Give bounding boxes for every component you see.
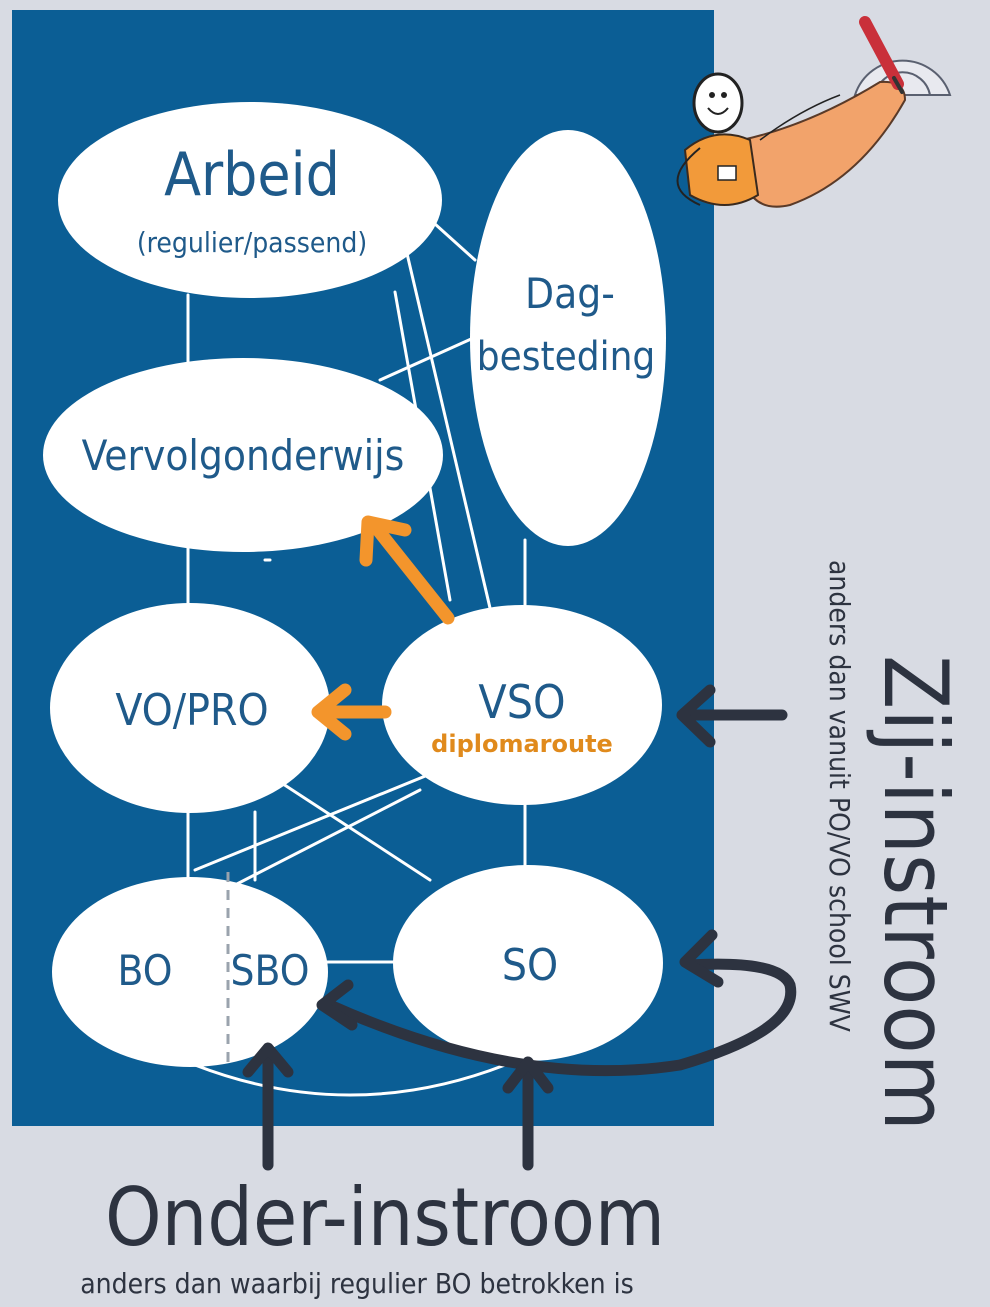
orange-arrows [311, 515, 455, 741]
node-dagbesteding: Dag- besteding [470, 130, 666, 546]
person-drawing-icon [676, 16, 952, 208]
node-sbo-title: SBO [231, 946, 310, 995]
onder-instroom-title: Onder-instroom [105, 1171, 665, 1264]
node-vervolgonderwijs: Vervolgonderwijs [43, 358, 443, 552]
node-so-title: SO [502, 940, 558, 991]
node-bo-sbo: BO SBO [52, 872, 328, 1067]
node-so: SO [393, 865, 663, 1061]
zij-instroom-label: anders dan vanuit PO/VO school SWV Zij-i… [823, 560, 967, 1131]
node-vo-pro-title: VO/PRO [115, 685, 268, 736]
onder-instroom-arrows [242, 1042, 554, 1171]
node-dagbesteding-line2: besteding [477, 334, 656, 380]
node-arbeid-title: Arbeid [164, 140, 340, 210]
zij-instroom-subtitle: anders dan vanuit PO/VO school SWV [823, 560, 856, 1033]
node-vervolgonderwijs-title: Vervolgonderwijs [82, 431, 405, 480]
node-dagbesteding-line1: Dag- [525, 269, 615, 318]
node-arbeid: Arbeid (regulier/passend) [58, 102, 442, 298]
zij-instroom-title: Zij-instroom [864, 655, 967, 1131]
onder-instroom-subtitle: anders dan waarbij regulier BO betrokken… [80, 1267, 634, 1300]
node-vso-title: VSO [478, 675, 565, 729]
node-vso-subtitle: diplomaroute [431, 730, 613, 758]
zij-instroom-arrows [316, 684, 797, 1077]
node-vo-pro: VO/PRO [50, 603, 330, 813]
node-arbeid-subtitle: (regulier/passend) [137, 226, 367, 259]
node-bo-title: BO [118, 946, 173, 995]
node-vso: VSO diplomaroute [382, 605, 662, 805]
